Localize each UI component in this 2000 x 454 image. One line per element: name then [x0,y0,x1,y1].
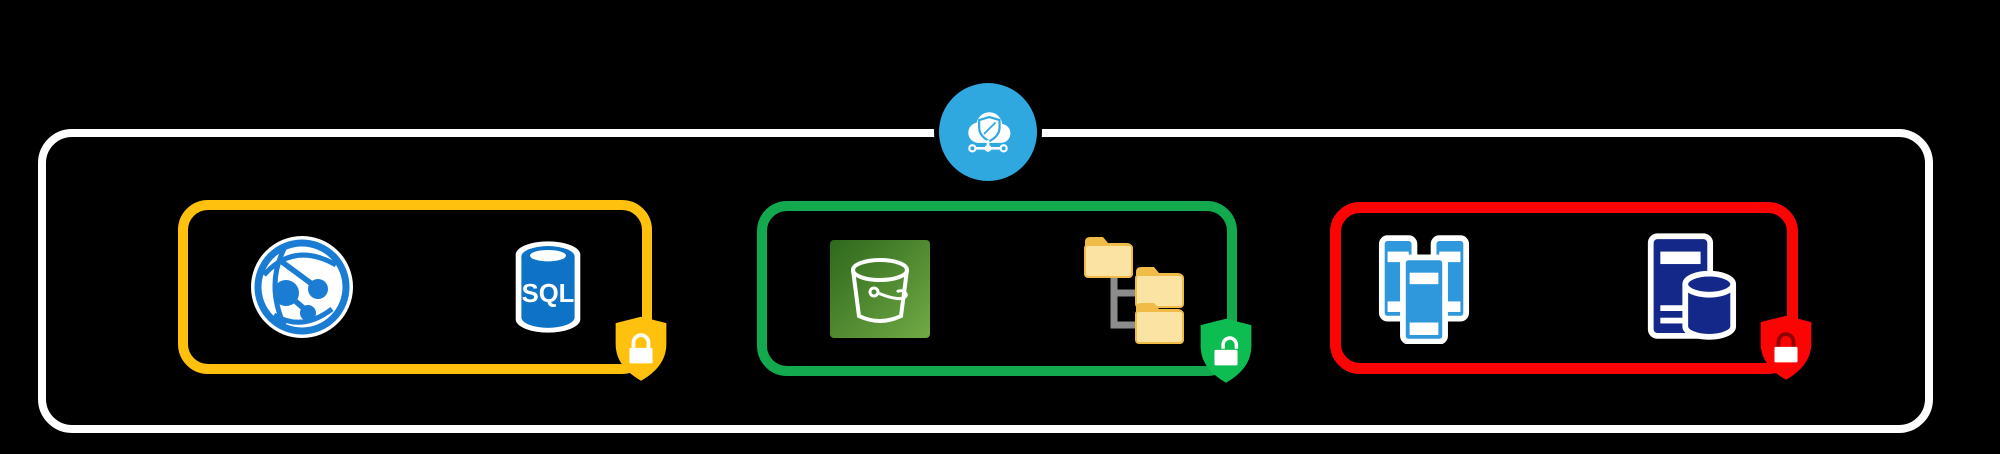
shield-lock-icon [612,315,670,383]
sql-database-icon: SQL [510,237,586,337]
shield-unlock-icon [1197,317,1255,385]
cloud-security-badge [939,83,1037,181]
folder-tree-icon [1078,233,1184,345]
web-app-globe-icon [250,235,354,339]
cloud-shield-network-icon [968,112,1011,153]
zone-web: SQL [178,200,667,381]
s3-bucket-icon [830,239,930,338]
shield-lock-icon [1757,314,1815,382]
sql-label: SQL [522,280,575,308]
zone-compute [1330,202,1812,380]
server-database-icon [1645,232,1737,344]
zone-storage [757,201,1252,383]
device-fleet-icon [1378,232,1470,344]
